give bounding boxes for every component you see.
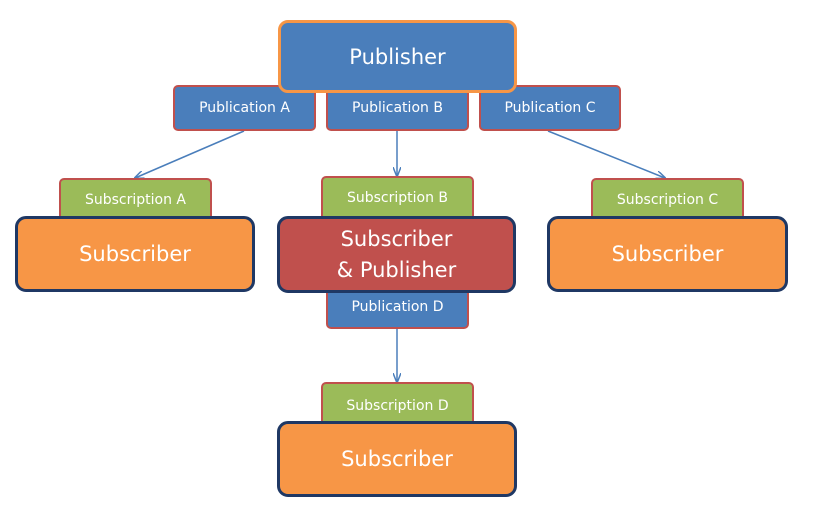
subscriber-publisher-line1: Subscriber [340,226,453,251]
arrow-publication-c-to-subscription-c [547,130,665,178]
subscriber-c-node: Subscriber [547,216,788,292]
subscriber-d-node: Subscriber [277,421,517,497]
subscriber-publisher-line2: & Publisher [336,257,457,282]
subscriber-publisher-node: Subscriber & Publisher [277,216,516,293]
subscriber-a-node: Subscriber [15,216,255,292]
arrow-publication-a-to-subscription-a [135,130,245,178]
publisher-node: Publisher [278,20,517,93]
subscription-d: Subscription D [321,382,474,428]
